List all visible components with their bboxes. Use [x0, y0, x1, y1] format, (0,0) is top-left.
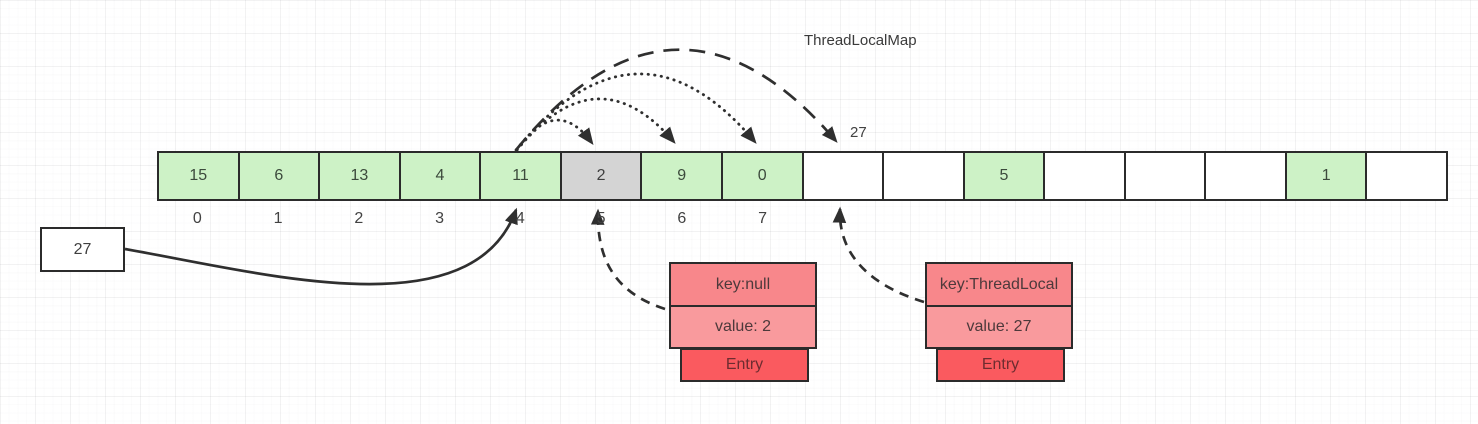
- cell-value: 5: [999, 167, 1009, 184]
- array-cell: 13: [320, 153, 401, 199]
- array-cell: 5: [964, 153, 1046, 199]
- index-label: 1: [273, 210, 283, 227]
- array-cell: [884, 153, 965, 199]
- array-cell: [1125, 153, 1207, 199]
- cell-value: 4: [435, 167, 445, 184]
- value-27-label: 27: [73, 240, 92, 258]
- index-label: 7: [758, 210, 768, 227]
- entry-rows: key:null value: 2: [669, 262, 817, 349]
- diagram-title: ThreadLocalMap: [804, 32, 917, 49]
- cell-value: 6: [274, 167, 284, 184]
- array-cell: 2: [561, 153, 643, 199]
- cell-value: 11: [512, 167, 529, 184]
- array-cell: [1206, 153, 1287, 199]
- index-label: 6: [677, 210, 687, 227]
- array-cell: 15: [159, 153, 240, 199]
- array-cell: 6: [239, 153, 321, 199]
- entry-key-label: key:ThreadLocal: [927, 264, 1071, 307]
- index-label: 0: [192, 210, 202, 227]
- index-label: 3: [435, 210, 445, 227]
- array-cell: 9: [642, 153, 723, 199]
- entry-footer-label: Entry: [936, 348, 1065, 382]
- entry-box-threadlocal: key:ThreadLocal value: 27 Entry: [925, 262, 1073, 382]
- probe-arc-slot4-to-slot5: [515, 118, 594, 152]
- index-label: 2: [354, 210, 364, 227]
- index-label: 4: [515, 210, 525, 227]
- hash-result-label: 27: [850, 124, 867, 141]
- array-cell: 0: [722, 153, 804, 199]
- entry-threadlocal-arrow-to-slot8: [832, 206, 925, 304]
- entry-key-label: key:null: [671, 264, 815, 307]
- array-cell: [1045, 153, 1126, 199]
- entry-value-label: value: 27: [927, 307, 1071, 347]
- cell-value: 9: [677, 167, 687, 184]
- entry-rows: key:ThreadLocal value: 27: [925, 262, 1073, 349]
- cell-value: 2: [596, 167, 606, 184]
- cell-value: 15: [189, 167, 208, 184]
- entry-box-null: key:null value: 2 Entry: [669, 262, 817, 382]
- index-row: 0 1 2 3 4 5 6 7: [157, 210, 803, 230]
- array-strip: 15 6 13 4 11 2 9 0 5 1: [157, 151, 1448, 201]
- index-label: 5: [596, 210, 606, 227]
- array-cell: 1: [1286, 153, 1368, 199]
- array-cell: [1367, 153, 1446, 199]
- cell-value: 13: [350, 167, 369, 184]
- probe-arc-slot4-to-slot6: [515, 97, 676, 152]
- array-cell: 11: [481, 153, 562, 199]
- array-cell: 4: [400, 153, 482, 199]
- probe-arc-slot4-to-slot8: [514, 48, 838, 151]
- probe-arc-slot4-to-slot7: [514, 72, 757, 152]
- entry-value-label: value: 2: [671, 307, 815, 347]
- entry-footer-label: Entry: [680, 348, 809, 382]
- cell-value: 1: [1321, 167, 1331, 184]
- value-27-box: 27: [40, 227, 125, 272]
- array-cell: [803, 153, 885, 199]
- cell-value: 0: [757, 167, 767, 184]
